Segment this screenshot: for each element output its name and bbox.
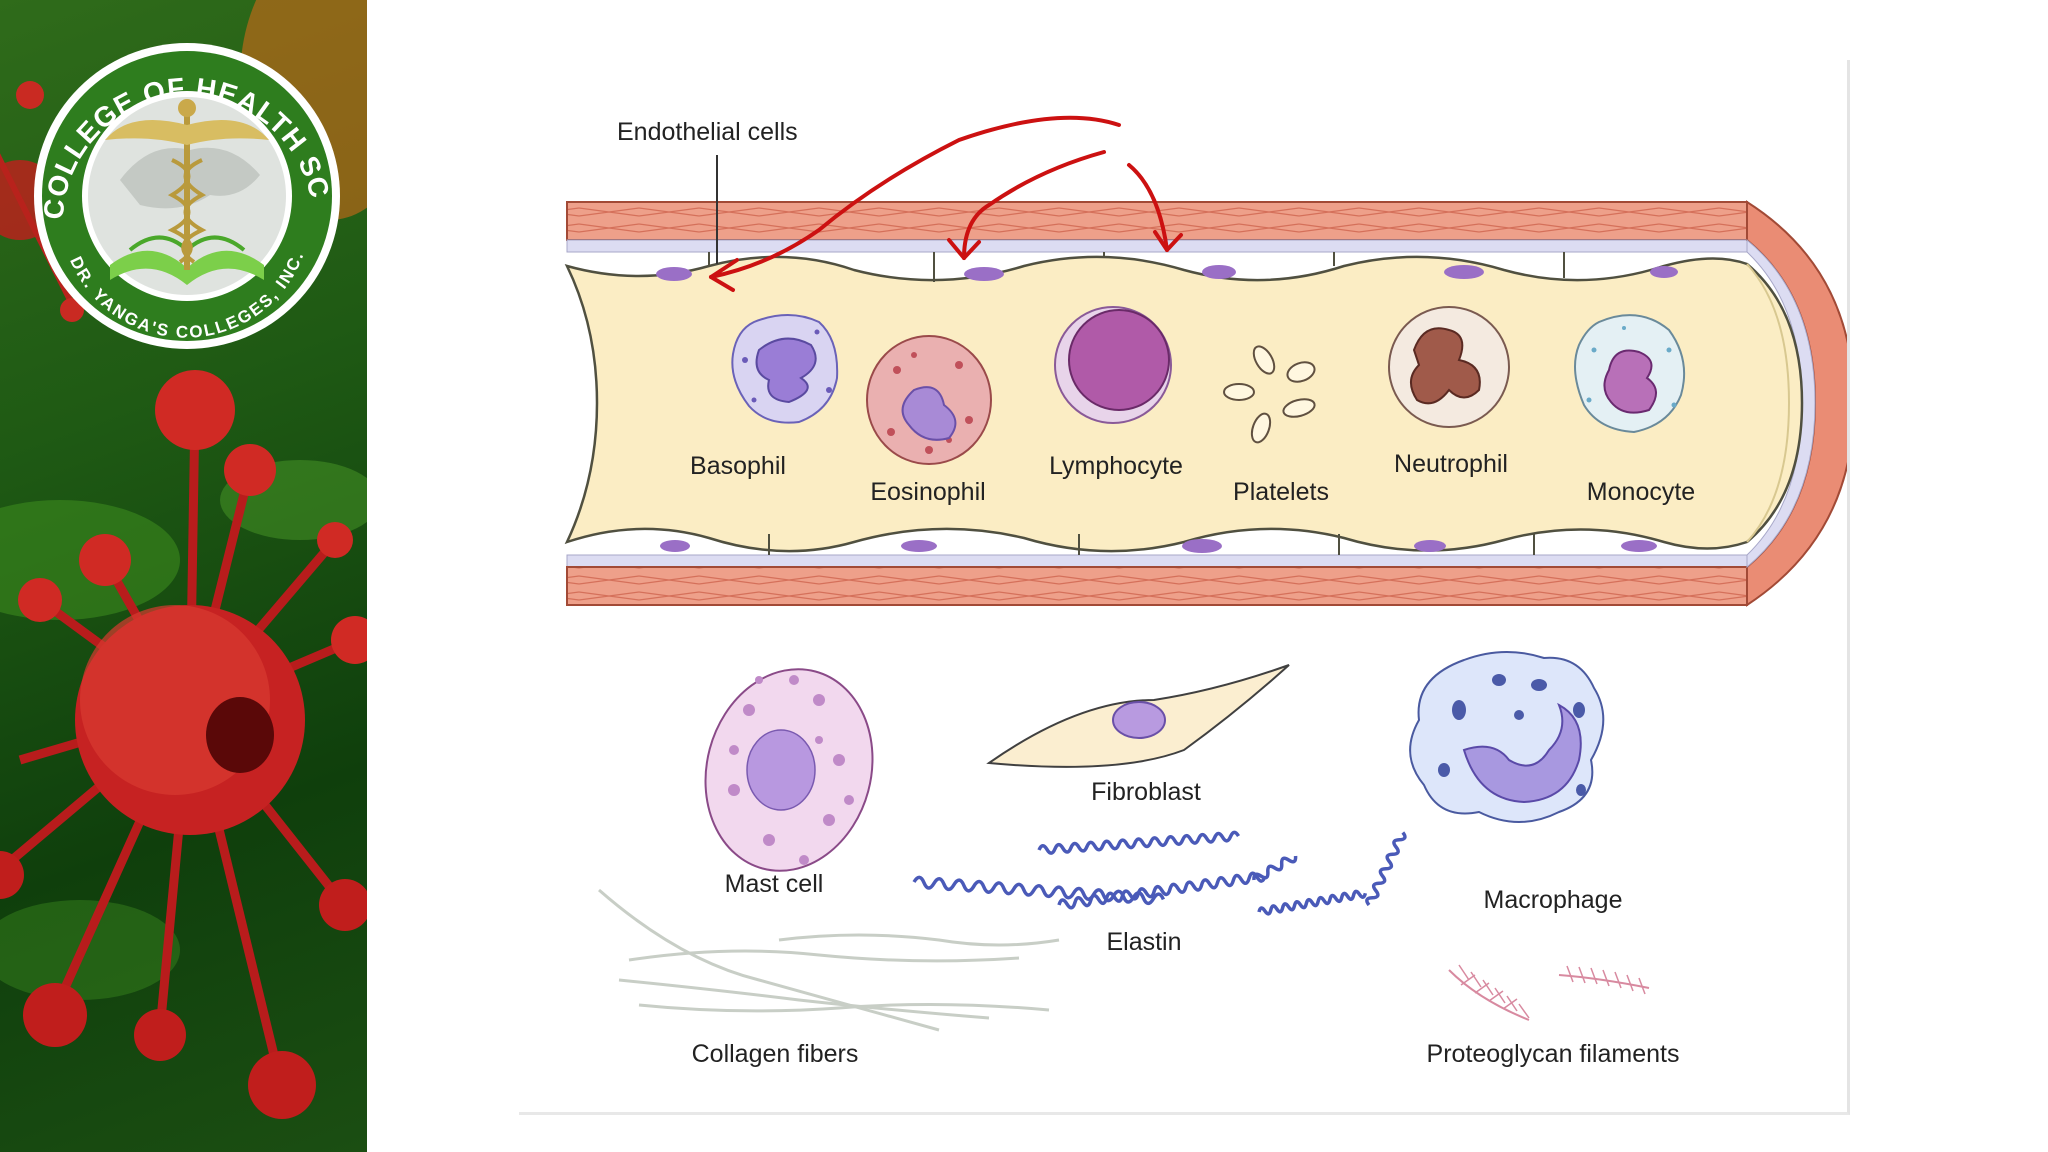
label-lymphocyte: Lymphocyte (1049, 452, 1183, 481)
label-mast-cell: Mast cell (725, 870, 824, 899)
label-endothelial-cells: Endothelial cells (617, 118, 798, 147)
blood-vessel-cell-diagram: Endothelial cells Basophil Eosinophil Ly… (519, 60, 1850, 1115)
lymphocyte-cell (1055, 307, 1171, 423)
label-eosinophil: Eosinophil (870, 478, 985, 507)
label-collagen-fibers: Collagen fibers (692, 1040, 859, 1069)
label-fibroblast: Fibroblast (1091, 778, 1201, 807)
elastin-fibers (914, 831, 1407, 916)
fibroblast-cell (989, 665, 1289, 767)
neutrophil-cell (1389, 307, 1509, 427)
sidebar-banner: COLLEGE OF HEALTH SCIENCES DR. YANGA'S C… (0, 0, 367, 1152)
eosinophil-cell (867, 336, 991, 464)
label-proteoglycan-filaments: Proteoglycan filaments (1427, 1040, 1680, 1069)
mast-cell (683, 650, 894, 889)
label-neutrophil: Neutrophil (1394, 450, 1508, 479)
collagen-fibers (599, 890, 1059, 1030)
label-monocyte: Monocyte (1587, 478, 1695, 507)
label-basophil: Basophil (690, 452, 786, 481)
label-platelets: Platelets (1233, 478, 1329, 507)
macrophage-cell (1410, 652, 1603, 822)
monocyte-cell (1575, 315, 1684, 432)
proteoglycan-filaments (1449, 965, 1649, 1020)
label-elastin: Elastin (1106, 928, 1181, 957)
label-macrophage: Macrophage (1484, 886, 1623, 915)
virus-illustration: COLLEGE OF HEALTH SCIENCES DR. YANGA'S C… (0, 0, 367, 1152)
